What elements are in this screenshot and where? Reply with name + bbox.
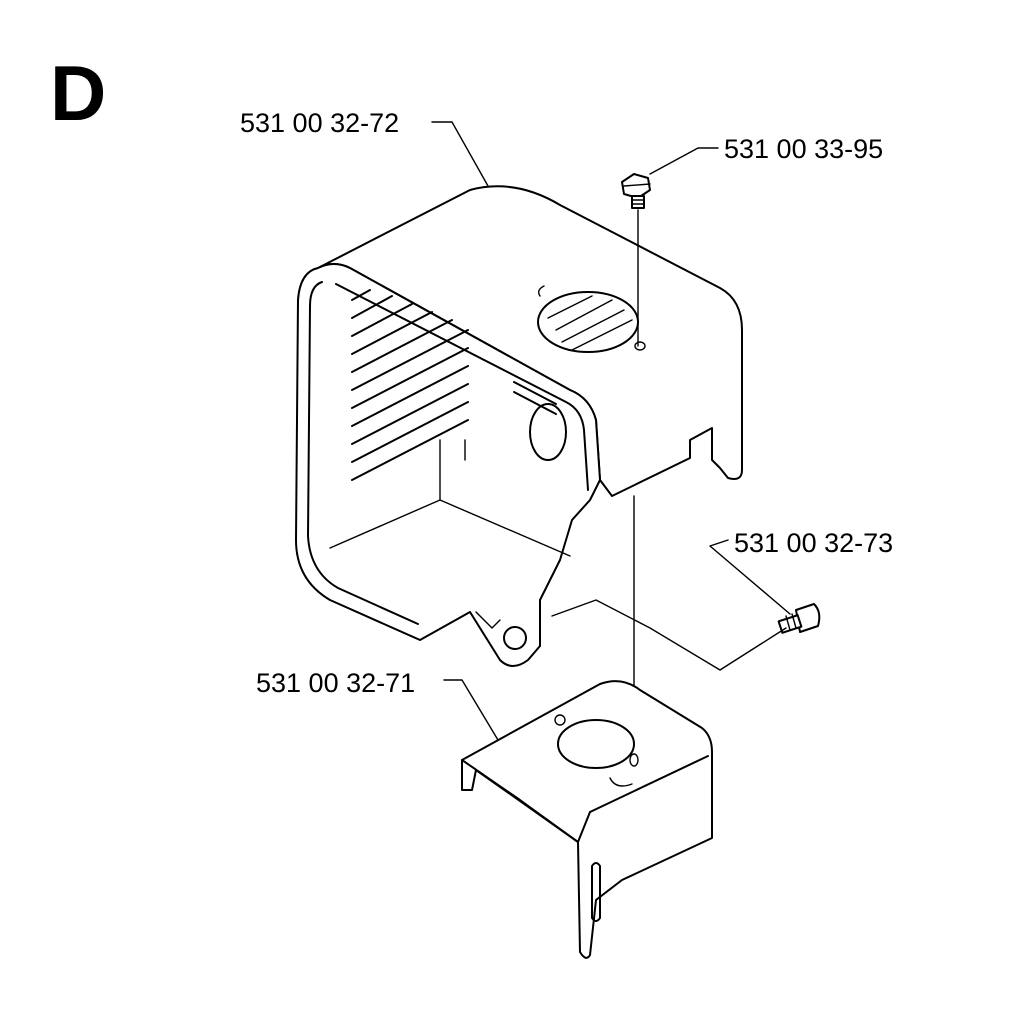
section-letter: D xyxy=(50,49,106,137)
label-bracket: 531 00 32-71 xyxy=(256,668,415,698)
cover-lug-hole xyxy=(503,626,527,650)
leader-side-screw xyxy=(709,539,791,615)
bracket-hole xyxy=(557,719,635,769)
bracket xyxy=(461,680,713,959)
cover-vent-opening xyxy=(537,291,639,353)
leader-side-screw-lower xyxy=(551,599,787,671)
cover-louvres xyxy=(351,289,469,481)
leader-cover xyxy=(431,121,489,187)
label-cover-bolt: 531 00 33-95 xyxy=(724,134,883,164)
side-screw xyxy=(777,603,821,634)
label-side-screw: 531 00 32-73 xyxy=(734,528,893,558)
label-cover: 531 00 32-72 xyxy=(240,108,399,138)
cover-side-hole xyxy=(529,403,567,461)
bracket-slot xyxy=(591,862,601,922)
leader-cover-bolt xyxy=(649,147,719,175)
muffler-cover xyxy=(295,185,743,667)
leader-bracket xyxy=(443,679,499,741)
cover-bolt xyxy=(621,173,651,209)
